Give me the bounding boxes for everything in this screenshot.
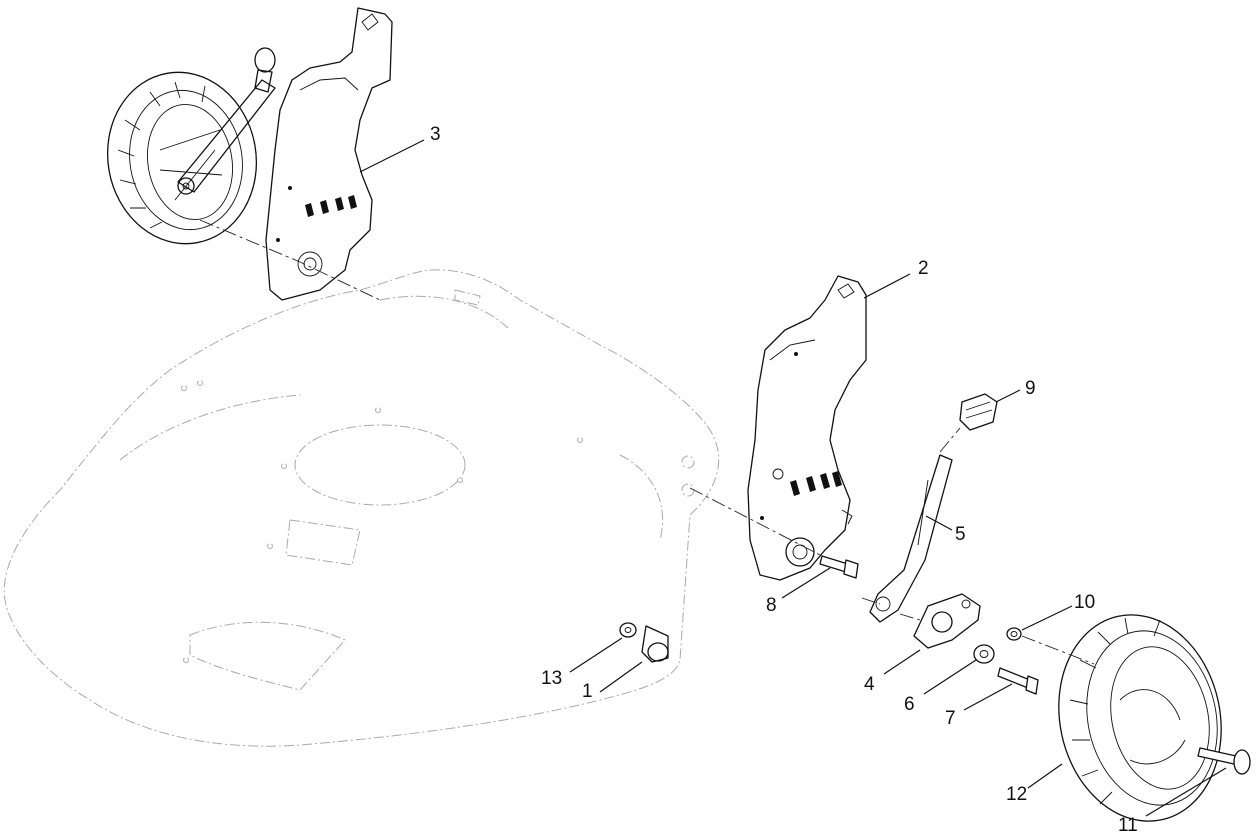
part-4-pivot-bracket [913, 593, 981, 649]
callout-3: 3 [430, 124, 441, 145]
part-8-bolt [819, 555, 859, 579]
part-13-nut [619, 622, 637, 638]
part-6-spacer [973, 644, 995, 664]
callout-7: 7 [945, 708, 956, 729]
callout-11: 11 [1118, 815, 1138, 836]
callout-4: 4 [864, 674, 875, 695]
callout-leaders [359, 139, 1227, 817]
part-5-adjuster-lever [869, 454, 953, 623]
part-3-rear-height-plate [265, 7, 393, 301]
part-1-bushing [641, 625, 669, 663]
part-10-washer [1006, 627, 1022, 641]
callout-13: 13 [541, 668, 562, 689]
part-2-front-height-plate [747, 275, 867, 581]
callout-10: 10 [1074, 592, 1095, 613]
callout-6: 6 [904, 694, 915, 715]
part-11-wheel-bolt [1197, 747, 1251, 775]
callout-2: 2 [918, 258, 929, 279]
callout-12: 12 [1006, 784, 1027, 805]
assembly-lines [199, 219, 1095, 665]
mower-deck [3, 269, 720, 747]
part-9-grip [959, 393, 998, 431]
rear-wheel-assembly [106, 47, 276, 245]
callout-8: 8 [766, 595, 777, 616]
callout-5: 5 [955, 524, 966, 545]
callout-9: 9 [1025, 378, 1036, 399]
callout-1: 1 [582, 681, 593, 702]
part-7-bolt [997, 667, 1039, 695]
part-12-front-wheel [1058, 614, 1222, 822]
